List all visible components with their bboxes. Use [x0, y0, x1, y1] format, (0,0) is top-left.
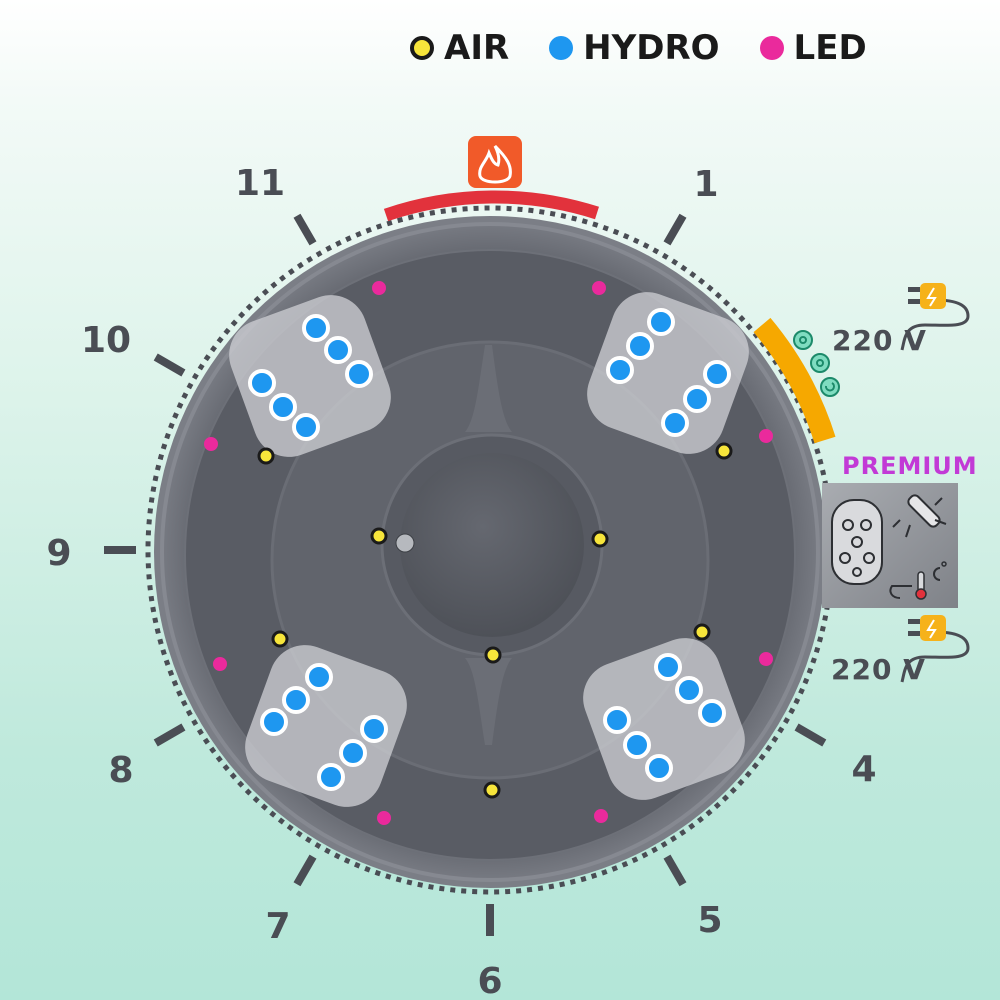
clock-number-1: 1 [693, 164, 718, 205]
thermometer-icon [889, 561, 947, 600]
legend-label: AIR [444, 28, 510, 68]
top-ridge [465, 345, 512, 432]
jets-layer [204, 281, 773, 825]
clock-tick-10 [153, 353, 186, 377]
hydro-jet [654, 653, 682, 681]
air-jet [370, 527, 388, 545]
led-light [594, 809, 608, 823]
legend-label: LED [793, 28, 867, 68]
flame-icon [468, 136, 522, 188]
air-jet [483, 781, 501, 799]
jet-legend: AIR HYDRO LED [410, 24, 867, 72]
air-jet [484, 646, 502, 664]
led-dot-icon [759, 36, 784, 60]
hydro-jet [698, 699, 726, 727]
hydro-jet [623, 731, 651, 759]
plug-icon [900, 283, 970, 351]
hydro-jet [345, 360, 373, 388]
hydro-jet [282, 686, 310, 714]
control-panel-bar [753, 317, 836, 444]
clock-number-8: 8 [108, 750, 133, 791]
bottom-ridge [465, 658, 512, 745]
hydro-jet [324, 336, 352, 364]
legend-item-air: AIR [410, 28, 509, 68]
clock-number-4: 4 [851, 749, 876, 790]
voltage-label-bottom: 220 V [831, 653, 926, 686]
clock-tick-5 [663, 854, 687, 887]
clock-tick-11 [293, 213, 317, 246]
air-jet [693, 623, 711, 641]
hydro-jet [675, 676, 703, 704]
hydro-jet [292, 413, 320, 441]
clock-number-10: 10 [81, 320, 131, 361]
led-light [204, 437, 218, 451]
clock-number-6: 6 [477, 961, 502, 1000]
hydro-dot-icon [549, 36, 574, 60]
clock-tick-1 [663, 213, 687, 246]
filter-cartridge-icon [831, 499, 883, 585]
hydro-jet [606, 356, 634, 384]
air-jet [257, 447, 275, 465]
legend-label: HYDRO [583, 28, 720, 68]
seat-top-right [587, 292, 749, 454]
hydro-jet [260, 708, 288, 736]
led-light [759, 652, 773, 666]
clock-number-11: 11 [235, 163, 285, 204]
legend-item-hydro: HYDRO [549, 28, 720, 68]
hydro-jet [661, 409, 689, 437]
clock-number-5: 5 [697, 900, 722, 941]
air-jet [591, 530, 609, 548]
clock-tick-7 [293, 854, 317, 887]
hydro-jet [339, 739, 367, 767]
hydro-jet [626, 332, 654, 360]
hydro-jet [248, 369, 276, 397]
led-light [372, 281, 386, 295]
spa-control-icon [793, 330, 840, 397]
legend-item-led: LED [759, 28, 867, 68]
hydro-jet [360, 715, 388, 743]
footwell-center [400, 453, 584, 637]
led-light [377, 811, 391, 825]
hydro-jet [645, 754, 673, 782]
clock-number-7: 7 [265, 906, 290, 947]
air-dot-icon [410, 36, 434, 60]
hydro-jet [269, 393, 297, 421]
hydro-jet [683, 385, 711, 413]
led-light [759, 429, 773, 443]
clock-ticks [104, 213, 827, 936]
hydro-jet [603, 706, 631, 734]
heater-bar [383, 190, 599, 222]
air-jet [271, 630, 289, 648]
clock-tick-8 [153, 723, 186, 747]
premium-label: PREMIUM [842, 452, 978, 480]
uv-lamp-icon [892, 494, 947, 538]
clock-number-9: 9 [46, 533, 71, 574]
seat-bottom-left [245, 645, 407, 807]
premium-panel [822, 483, 958, 608]
led-light [213, 657, 227, 671]
seat-top-left [229, 295, 391, 457]
hydro-jet [305, 663, 333, 691]
voltage-label-top: 220 V [832, 324, 927, 357]
hydro-jet [703, 360, 731, 388]
hydro-jet [317, 763, 345, 791]
air-jet [715, 442, 733, 460]
seat-bottom-right [583, 638, 745, 800]
plug-icon [900, 615, 970, 683]
drain-knob [395, 533, 415, 553]
hydro-jet [302, 314, 330, 342]
hydro-jet [647, 308, 675, 336]
led-light [592, 281, 606, 295]
clock-tick-4 [794, 723, 827, 747]
